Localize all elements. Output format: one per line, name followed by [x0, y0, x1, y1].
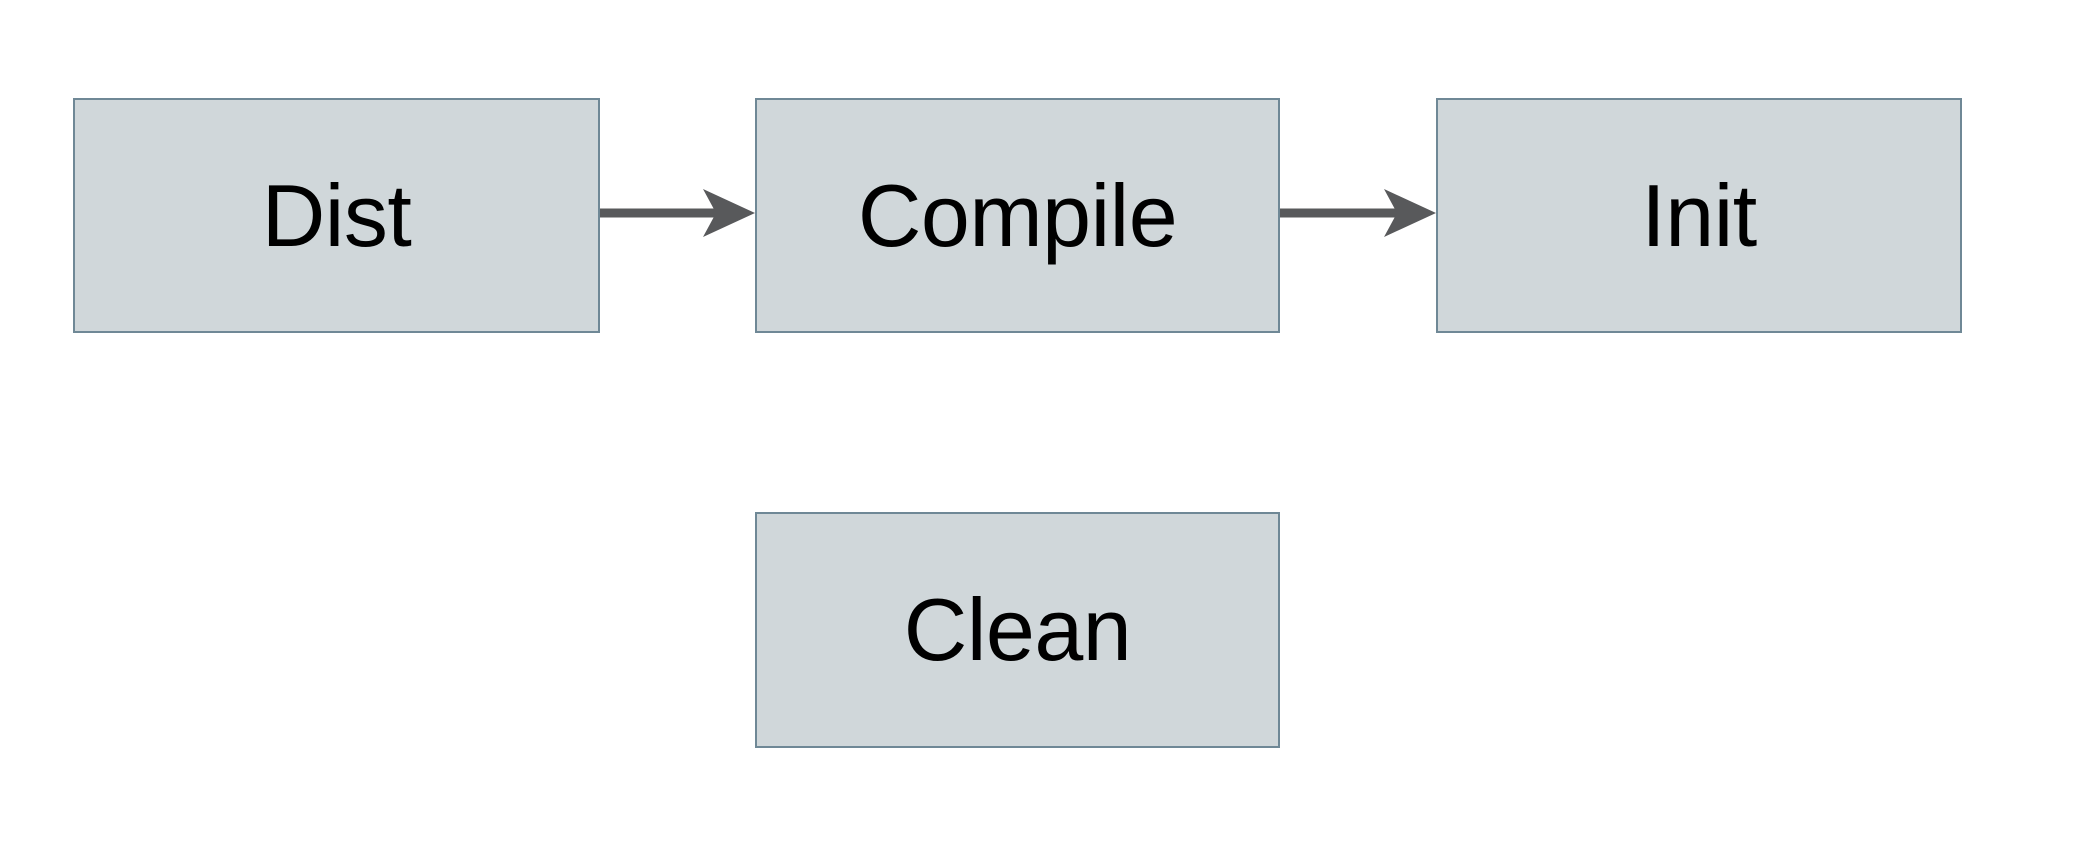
node-dist[interactable]: Dist	[73, 98, 600, 333]
node-clean-label: Clean	[903, 580, 1132, 679]
edge-graphic	[1280, 189, 1436, 237]
edge-arrowhead	[703, 189, 755, 237]
node-init[interactable]: Init	[1436, 98, 1962, 333]
edge-arrowhead	[1384, 189, 1436, 237]
edge-graphic	[600, 189, 755, 237]
edge-dist-to-compile[interactable]	[560, 173, 795, 253]
node-init-label: Init	[1641, 165, 1757, 265]
node-compile-label: Compile	[857, 165, 1178, 265]
node-compile[interactable]: Compile	[755, 98, 1280, 333]
edge-compile-to-init[interactable]	[1240, 173, 1476, 253]
node-clean[interactable]: Clean	[755, 512, 1280, 748]
node-dist-label: Dist	[261, 165, 412, 265]
